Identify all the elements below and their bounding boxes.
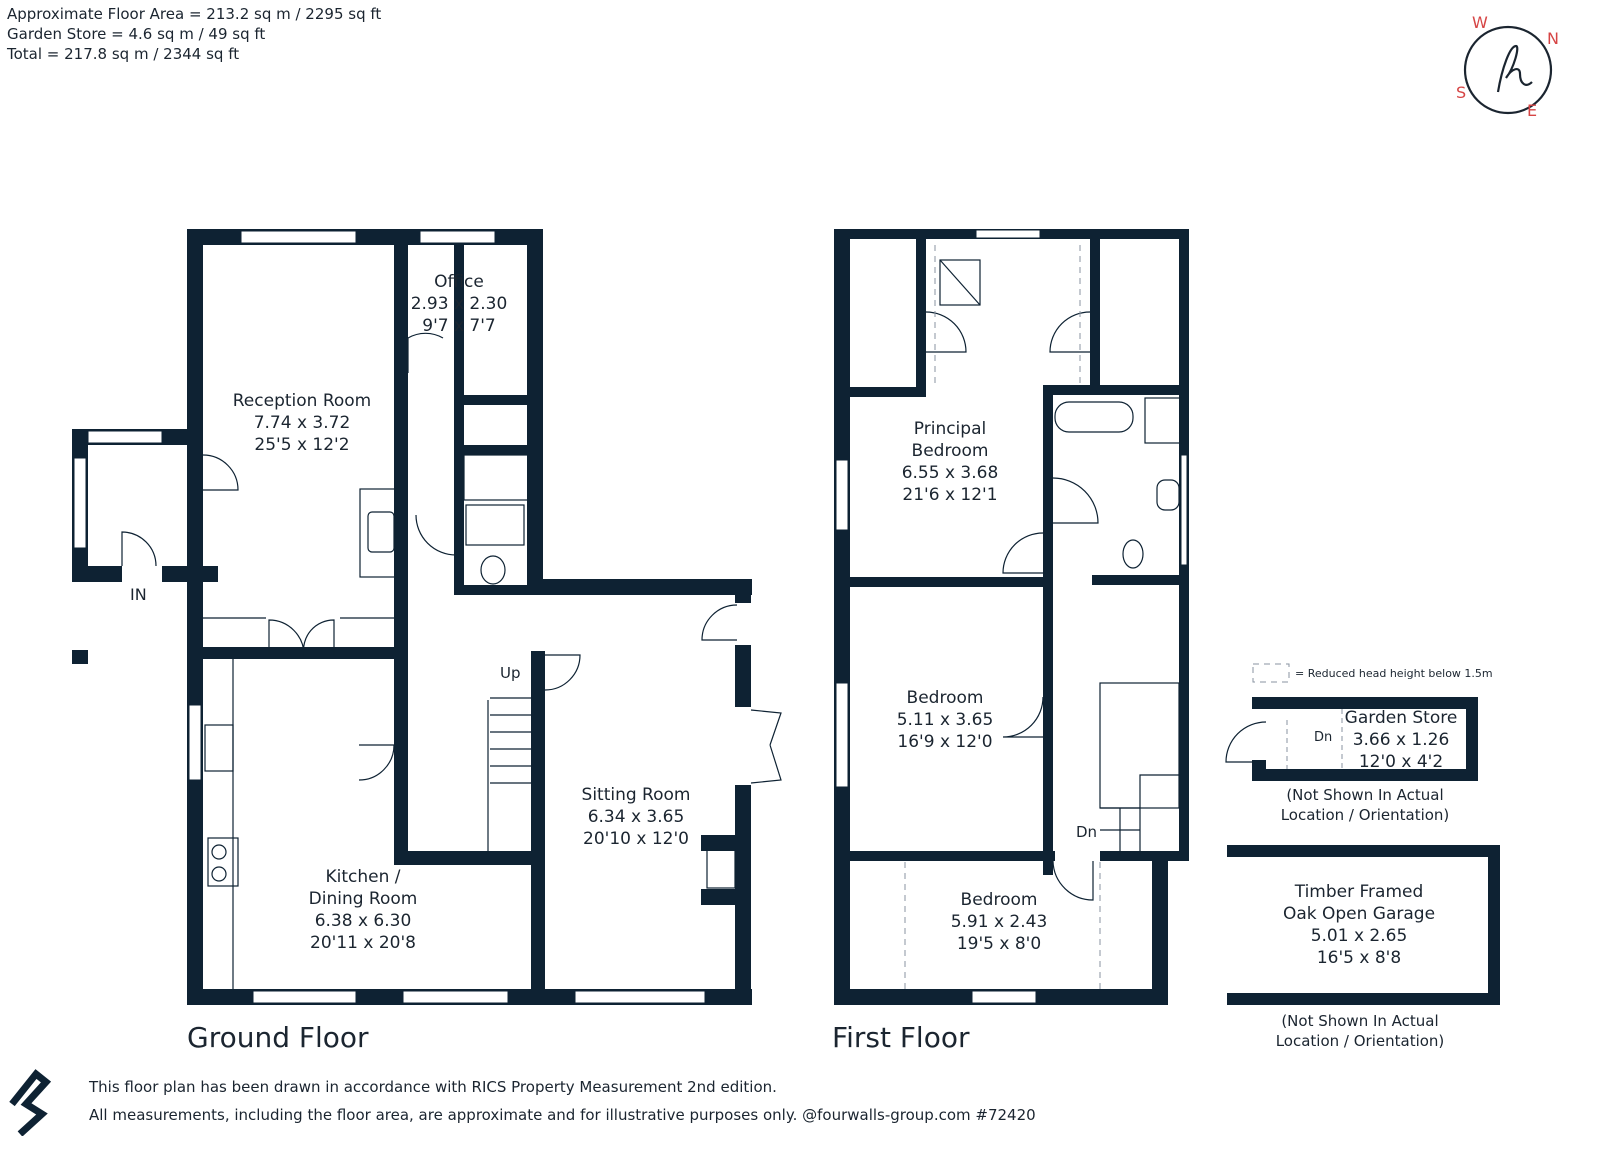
fourwalls-logo-icon [9,1069,52,1136]
rics-statement: This floor plan has been drawn in accord… [89,1078,777,1096]
garage-drawing [1227,845,1500,1005]
floor-area-text: Approximate Floor Area = 213.2 sq m / 22… [7,5,382,23]
compass-e: E [1527,101,1537,120]
compass-logo-icon: W N S E [1456,13,1559,120]
in-label: IN [130,585,147,604]
compass-n: N [1547,29,1559,48]
compass-s: S [1456,83,1466,102]
first-floor-title: First Floor [832,1021,970,1054]
dn-label: Dn [1076,823,1098,841]
ground-floor-title: Ground Floor [187,1021,369,1054]
up-label: Up [500,664,521,682]
disclaimer-text: All measurements, including the floor ar… [89,1106,1036,1124]
compass-w: W [1472,13,1488,32]
reduced-head-height-legend: = Reduced head height below 1.5m [1295,667,1493,680]
garden-store-dn-label: Dn [1314,730,1333,745]
garden-store-area-text: Garden Store = 4.6 sq m / 49 sq ft [7,25,266,43]
garden-store-drawing [1225,697,1478,781]
total-area-text: Total = 217.8 sq m / 2344 sq ft [7,45,240,63]
